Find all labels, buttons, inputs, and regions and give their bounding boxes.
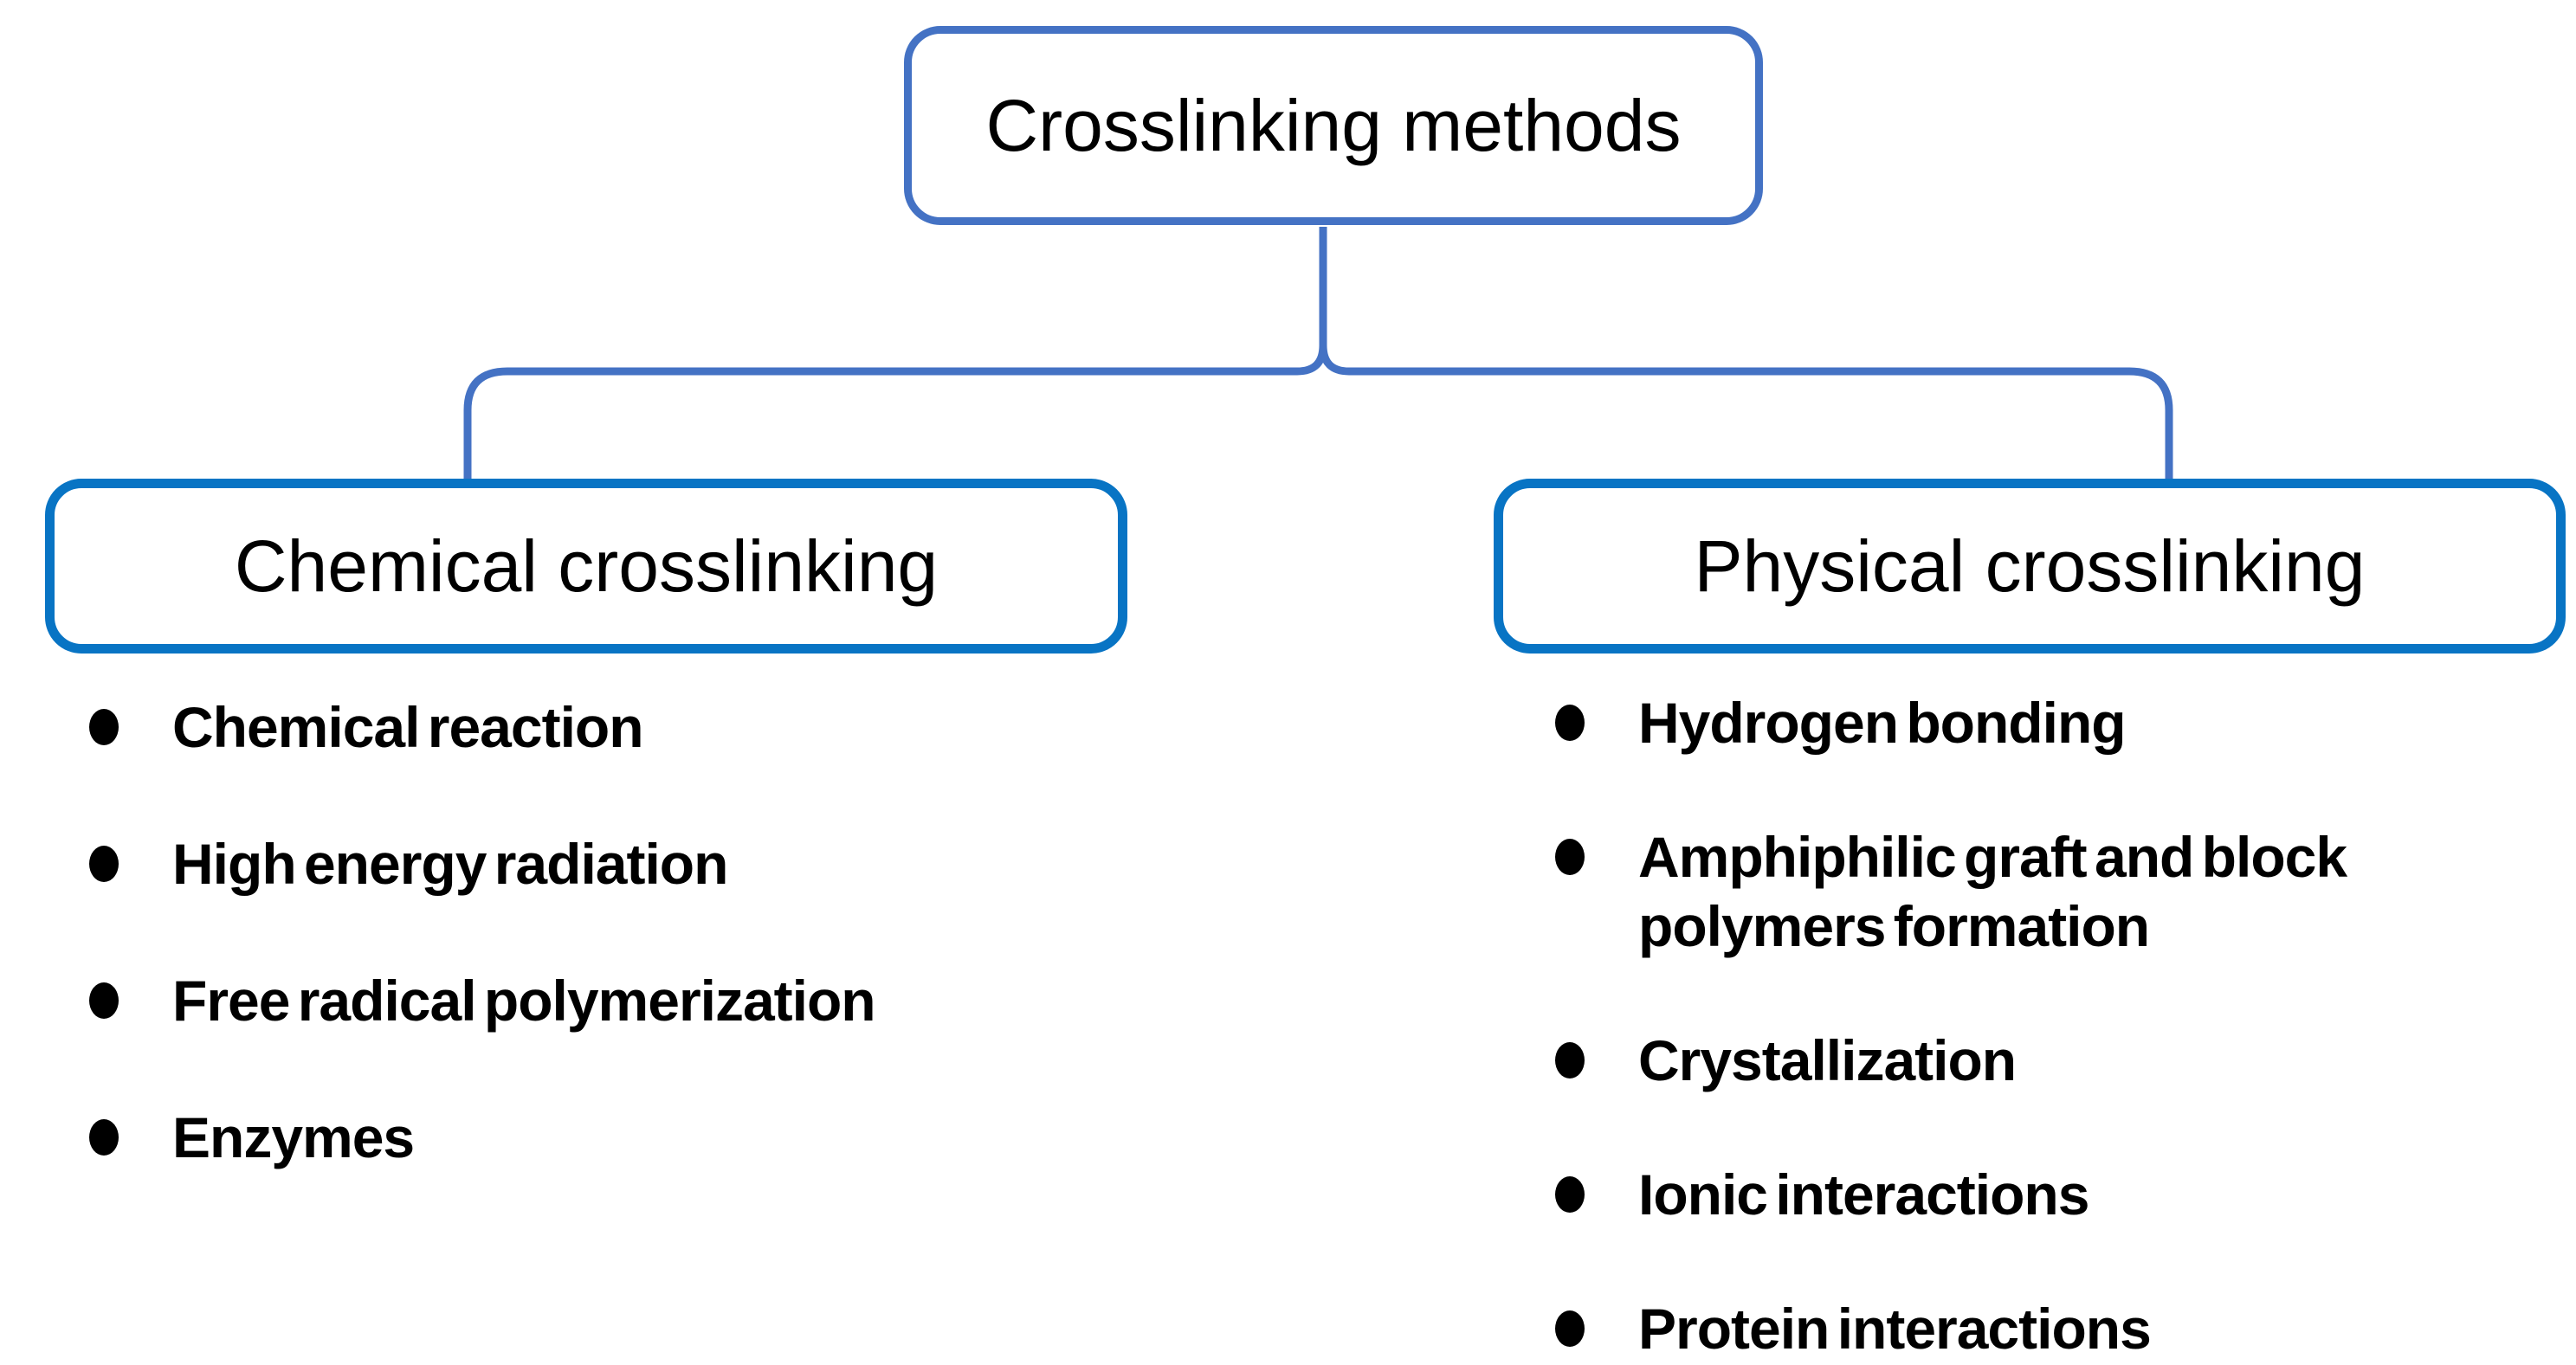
bullet-icon	[1555, 839, 1585, 875]
connector-left-branch	[463, 227, 1327, 486]
list-item: Amphiphilic graft and block polymers for…	[1555, 822, 2542, 961]
chemical-methods-list: Chemical reaction High energy radiation …	[89, 692, 1111, 1172]
root-node-label: Crosslinking methods	[985, 84, 1682, 166]
list-item-label: Enzymes	[172, 1105, 415, 1169]
bullet-icon	[1555, 1176, 1585, 1213]
list-item: Crystallization	[1555, 1026, 2542, 1095]
physical-methods-list: Hydrogen bonding Amphiphilic graft and b…	[1555, 688, 2542, 1363]
bullet-icon	[89, 846, 119, 882]
list-item: Chemical reaction	[89, 692, 1111, 762]
bullet-icon	[1555, 1310, 1585, 1347]
list-item-label: Hydrogen bonding	[1638, 691, 2127, 755]
connector-right-branch	[1319, 227, 2173, 486]
branch-node-physical: Physical crosslinking	[1494, 479, 2566, 654]
list-item: Free radical polymerization	[89, 966, 1111, 1035]
list-item-label: Ionic interactions	[1638, 1162, 2089, 1227]
list-item: Hydrogen bonding	[1555, 688, 2542, 757]
list-item-label: Free radical polymerization	[172, 969, 876, 1033]
bullet-icon	[89, 1119, 119, 1156]
bullet-icon	[1555, 705, 1585, 741]
branch-node-chemical: Chemical crosslinking	[45, 479, 1127, 654]
branch-node-physical-label: Physical crosslinking	[1694, 525, 2366, 607]
root-node: Crosslinking methods	[904, 26, 1763, 225]
list-item-label: High energy radiation	[172, 832, 728, 896]
bullet-icon	[89, 709, 119, 745]
list-item: Protein interactions	[1555, 1294, 2542, 1363]
list-item-label: Chemical reaction	[172, 695, 644, 759]
list-item-label: Crystallization	[1638, 1028, 2017, 1092]
list-item-label: Amphiphilic graft and block polymers for…	[1638, 825, 2347, 958]
branch-node-chemical-label: Chemical crosslinking	[234, 525, 939, 607]
bullet-icon	[1555, 1042, 1585, 1078]
list-item: Enzymes	[89, 1103, 1111, 1172]
list-item: Ionic interactions	[1555, 1160, 2542, 1229]
bullet-icon	[89, 982, 119, 1019]
list-item-label: Protein interactions	[1638, 1297, 2152, 1361]
list-item: High energy radiation	[89, 829, 1111, 898]
